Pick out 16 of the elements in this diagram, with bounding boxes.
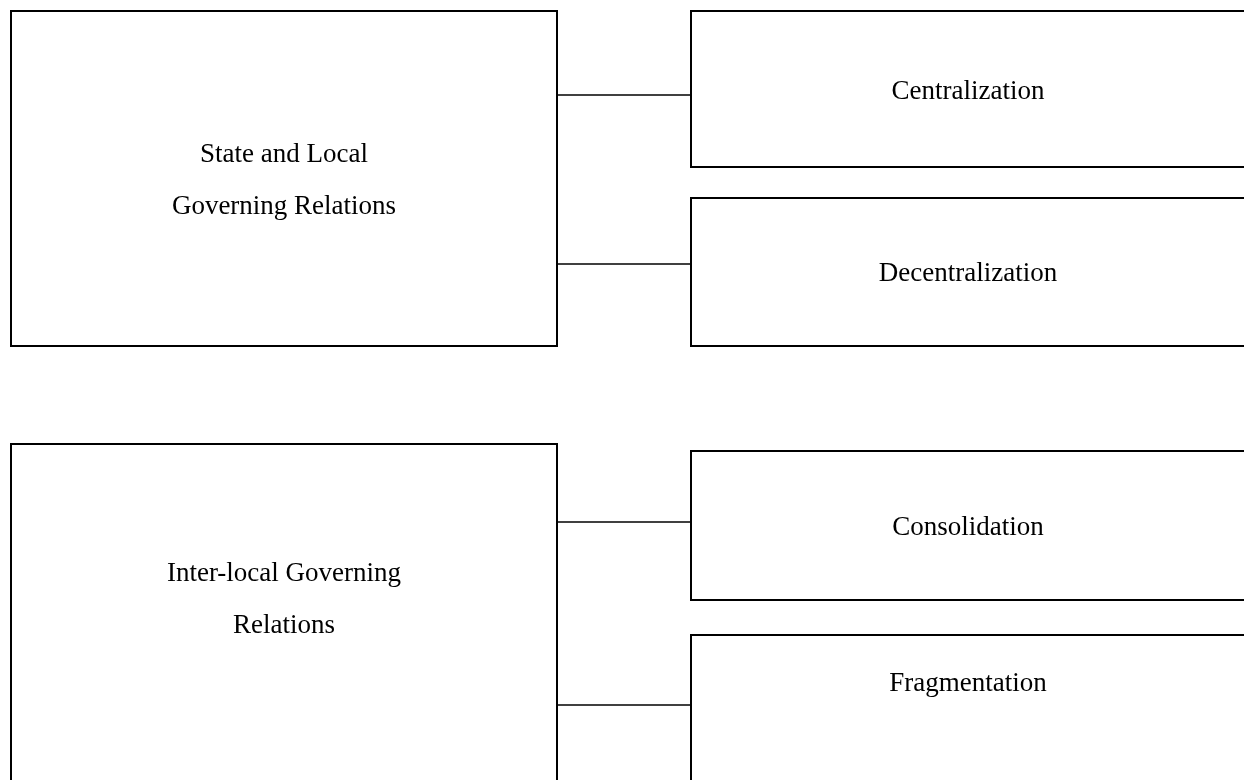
connector-line [557,704,691,706]
connector-line [557,94,691,96]
box-label: Centralization [891,74,1045,107]
connector-line [557,263,691,265]
connector-line [557,521,691,523]
text-box [690,634,1244,780]
box-label: State and Local Governing Relations [170,136,398,222]
box-label: Fragmentation [889,666,1047,699]
text-box [10,10,558,347]
text-box [690,10,1244,168]
text-box [690,197,1244,347]
box-label: Inter-local Governing Relations [165,555,403,641]
text-box [10,443,558,780]
text-box [690,450,1244,601]
box-label: Decentralization [878,256,1058,289]
box-label: Consolidation [892,509,1044,543]
